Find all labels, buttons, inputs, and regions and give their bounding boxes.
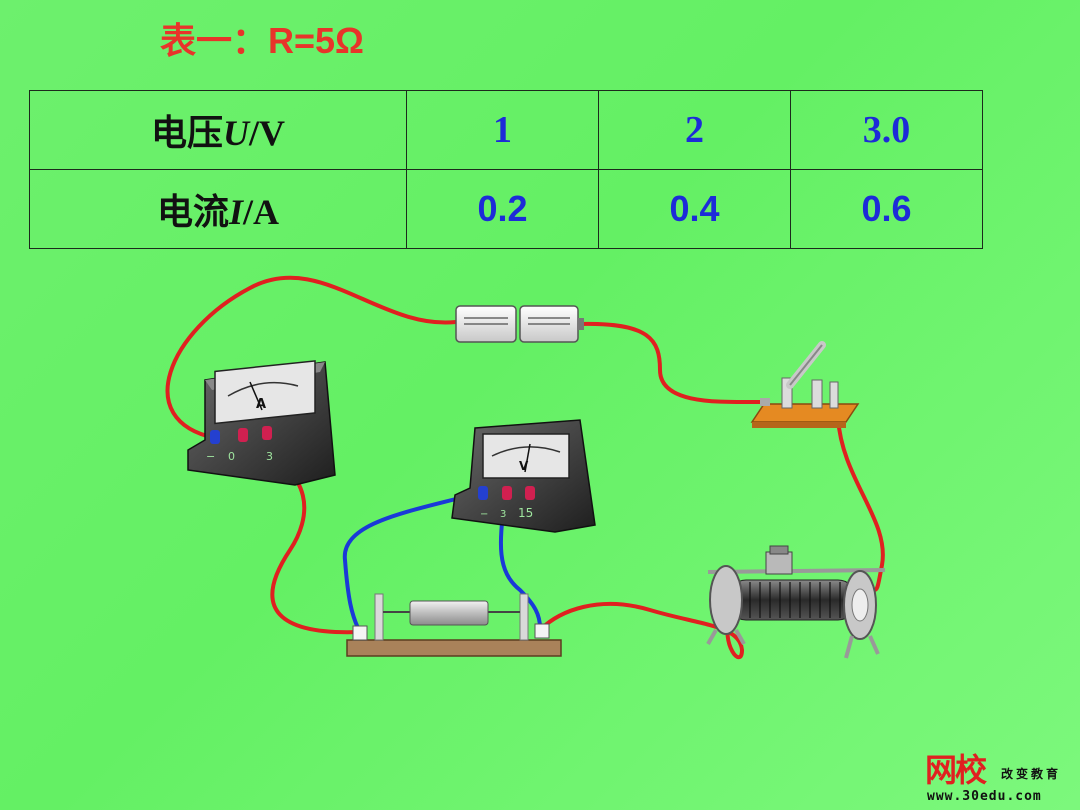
ammeter: A − 0 3	[187, 360, 336, 486]
wire-voltmeter-minus	[342, 490, 484, 630]
logo-name: 网校	[925, 751, 987, 789]
current-value: 0.4	[598, 169, 791, 249]
blue-wires	[342, 490, 542, 630]
table-row-voltage: 电压U/V 1 2 3.0	[29, 90, 983, 170]
knife-switch	[750, 341, 860, 428]
wire-battery-to-ammeter	[165, 275, 458, 440]
ammeter-terminal-label: 3	[266, 450, 273, 463]
brand-logo: 网校 改变教育 www.30edu.com	[925, 745, 1075, 805]
wire-resistor-to-rheostat	[538, 601, 745, 659]
battery	[455, 305, 584, 343]
logo-url: www.30edu.com	[927, 789, 1042, 804]
current-value: 0.6	[790, 169, 983, 249]
ammeter-terminal-label: −	[206, 450, 215, 463]
table-row-current: 电流I/A 0.2 0.4 0.6	[29, 169, 983, 249]
current-label: 电流I/A	[29, 169, 407, 249]
ammeter-letter: A	[256, 397, 266, 412]
ammeter-terminal-label: 0	[228, 450, 235, 463]
voltmeter-letter: V	[519, 459, 529, 473]
voltmeter: V − 3 15	[451, 419, 596, 533]
voltmeter-terminal-label: −	[480, 509, 488, 520]
current-value: 0.2	[406, 169, 599, 249]
voltmeter-terminal-label: 3	[500, 509, 506, 520]
wire-voltmeter-plus	[498, 493, 542, 630]
voltage-value: 1	[406, 90, 599, 170]
logo-slogan: 改变教育	[1001, 767, 1062, 781]
wire-battery-to-switch	[576, 321, 762, 405]
voltage-label: 电压U/V	[29, 90, 407, 170]
data-table: 电压U/V 1 2 3.0 电流I/A 0.2 0.4 0.6	[29, 90, 983, 249]
rheostat	[706, 545, 886, 659]
page-title: 表一：R=5Ω	[160, 20, 364, 61]
resistor	[346, 593, 562, 657]
voltage-value: 3.0	[790, 90, 983, 170]
wire-switch-to-rheostat	[836, 416, 885, 592]
voltmeter-terminal-label: 15	[518, 506, 533, 520]
